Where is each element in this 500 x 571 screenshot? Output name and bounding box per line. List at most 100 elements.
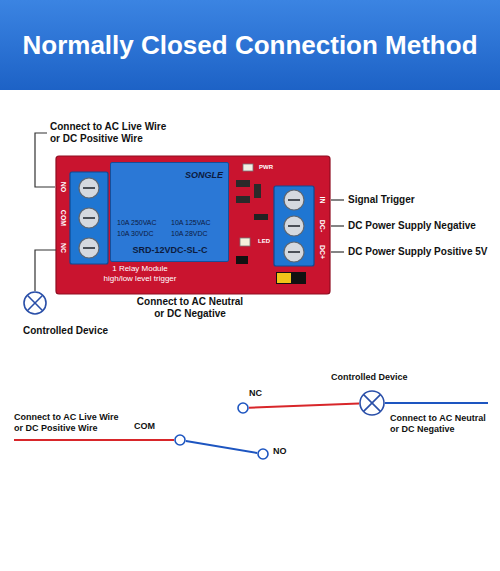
terminal-screw — [284, 242, 304, 262]
terminal-screw — [284, 216, 304, 236]
neutral-wire — [385, 402, 488, 404]
terminal-outline — [237, 402, 249, 414]
screw-slot — [288, 199, 300, 201]
text-holder: Connect to AC Neutral or DC Negative — [134, 296, 246, 320]
resistor — [236, 180, 250, 187]
terminal-circle — [175, 435, 185, 445]
leader-line — [331, 199, 344, 200]
wire-note: Connect to AC Neutral or DC Negative — [390, 413, 492, 435]
lamp-circle — [24, 292, 46, 314]
terminal-circle — [238, 403, 248, 413]
pin-name: DC- — [318, 220, 326, 232]
text-holder: NO — [59, 182, 67, 193]
model-text: SRD-12VDC-SL-C — [115, 245, 225, 256]
rating-text: 10A 250VAC — [117, 219, 169, 227]
terminal-outline — [257, 448, 269, 460]
leader-line — [331, 251, 344, 252]
terminal-screw — [284, 190, 304, 210]
lamp-symbol: Controlled Device — [23, 291, 47, 315]
diode — [254, 214, 268, 220]
terminal-screw — [79, 208, 99, 228]
terminal-screw — [79, 178, 99, 198]
resistor — [236, 196, 250, 203]
jumper-cap — [277, 273, 291, 283]
terminal-block — [274, 186, 314, 266]
board-silkscreen: 1 Relay Module high/low level trigger — [100, 264, 180, 283]
text-holder: LED — [258, 238, 270, 245]
text-holder: 10A 28VDC — [171, 230, 223, 238]
brand-text: SONGLE — [169, 170, 223, 181]
device-label: Controlled Device — [331, 372, 408, 383]
signal-name: DC Power Supply Negative — [348, 220, 476, 232]
screw-slot — [288, 251, 300, 253]
pin-name: IN — [318, 197, 326, 204]
wire-note: Connect to AC Live Wire or DC Positive W… — [50, 121, 172, 145]
wire — [249, 404, 359, 408]
lamp-circle — [360, 391, 384, 415]
pin-name: NC — [249, 388, 262, 399]
signal-name: Signal Trigger — [348, 194, 415, 206]
lamp-cross — [27, 295, 42, 310]
text-holder: NO — [273, 446, 287, 457]
resistor — [254, 184, 261, 198]
screw-slot — [83, 187, 95, 189]
contact-terminal: NC — [237, 402, 249, 414]
text-holder: DC Power Supply Negative — [348, 220, 476, 232]
text-holder: Connect to AC Live Wire or DC Positive W… — [14, 412, 124, 434]
wire — [186, 441, 257, 453]
live-wire — [14, 439, 174, 441]
lamp-outline — [359, 390, 385, 416]
terminal-circle — [258, 449, 268, 459]
text-holder: 10A 250VAC — [117, 219, 169, 227]
title-banner — [0, 0, 500, 90]
pin-name: NO — [273, 446, 287, 457]
lamp-cross — [364, 395, 381, 412]
rating-text: 10A 30VDC — [117, 230, 169, 238]
rating-text: 10A 125VAC — [171, 219, 223, 227]
text-holder: DC Power Supply Positive 5V — [348, 246, 487, 258]
text-holder: DC- — [318, 220, 326, 232]
screw-slot — [288, 225, 300, 227]
jumper-header — [276, 272, 306, 284]
pin-name: DC+ — [318, 245, 326, 259]
wire-note: Connect to AC Live Wire or DC Positive W… — [14, 412, 124, 434]
pin-name: NO — [59, 182, 67, 193]
text-holder: 10A 125VAC — [171, 219, 223, 227]
text-holder: IN — [318, 197, 326, 204]
title-box: Normally Closed Connection Method — [0, 0, 500, 90]
transistor — [236, 256, 248, 264]
device-label: Controlled Device — [23, 325, 108, 337]
lamp-symbol: Controlled Device — [359, 390, 385, 416]
text-holder: NC — [249, 388, 262, 399]
text-holder: COM — [134, 421, 155, 432]
lamp-cross — [364, 395, 381, 412]
text-holder: NC — [59, 243, 67, 253]
pin-name: COM — [59, 210, 67, 226]
wire-note: Connect to AC Neutral or DC Negative — [134, 296, 246, 320]
text-holder: Controlled Device — [331, 372, 408, 383]
terminal-screw — [79, 238, 99, 258]
terminal-outline — [174, 434, 186, 446]
pcb-board — [56, 156, 330, 294]
text-holder: Signal Trigger — [348, 194, 415, 206]
screw-slot — [83, 217, 95, 219]
part-name: LED — [258, 238, 270, 245]
text-holder: PWR — [259, 164, 273, 171]
rating-text: 10A 28VDC — [171, 230, 223, 238]
power-led — [243, 164, 253, 171]
relay-board: 1 Relay Module high/low level trigger SON… — [56, 156, 330, 294]
text-holder: 10A 30VDC — [117, 230, 169, 238]
part-name: PWR — [259, 164, 273, 171]
wire — [35, 250, 56, 291]
leader-line — [331, 225, 344, 226]
contact-terminal: COM — [174, 434, 186, 446]
lamp-outline — [23, 291, 47, 315]
text-holder: SONGLE — [169, 170, 223, 181]
title-text: Normally Closed Connection Method — [22, 30, 477, 61]
text-holder: 1 Relay Module high/low level trigger — [100, 264, 180, 283]
pin-name: NC — [59, 243, 67, 253]
screw-slot — [83, 247, 95, 249]
text-holder: COM — [59, 210, 67, 226]
